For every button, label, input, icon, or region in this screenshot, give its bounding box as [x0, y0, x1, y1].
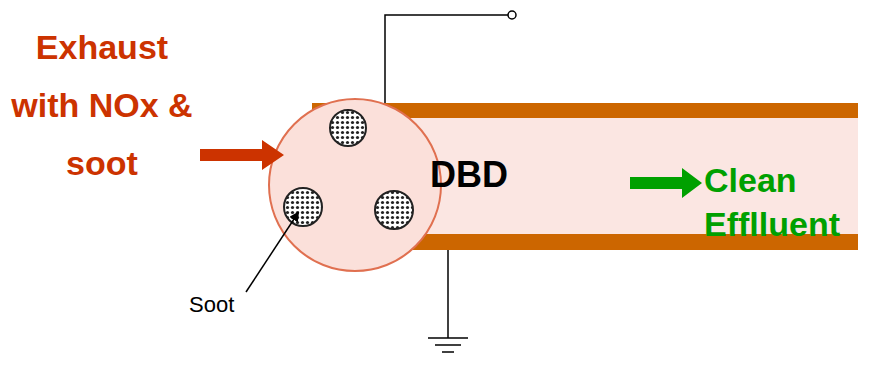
reactor-label: DBD	[430, 154, 508, 196]
outlet-arrow	[630, 168, 702, 198]
outlet-label: Clean Efflluent	[704, 158, 889, 246]
leader-line	[246, 213, 298, 292]
ground-wire	[447, 250, 449, 338]
terminal	[508, 11, 516, 19]
ground-symbol	[435, 344, 461, 346]
callout-label: Soot	[189, 292, 269, 318]
inlet-label: Exhaust with NOx & soot	[2, 18, 202, 192]
inlet-arrow	[200, 140, 284, 170]
magnified-view	[269, 99, 441, 271]
ground-symbol	[442, 351, 454, 353]
hv-wire	[385, 15, 508, 103]
ground-symbol	[428, 337, 468, 339]
soot-particles	[284, 110, 413, 229]
